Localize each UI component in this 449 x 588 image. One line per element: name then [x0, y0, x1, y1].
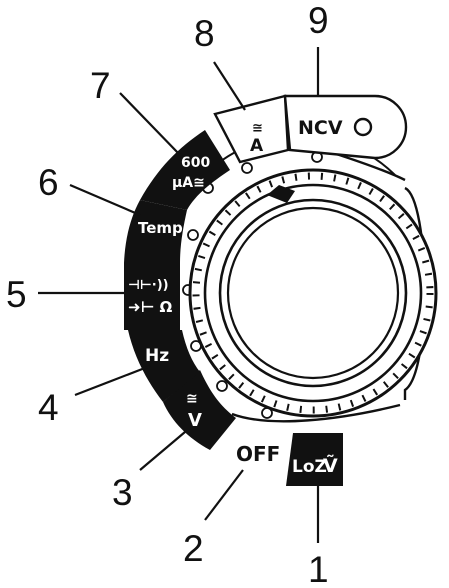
callout-number-8: 8: [194, 13, 215, 54]
callout-number-9: 9: [308, 0, 329, 41]
segment-hz-text: Hz: [145, 346, 169, 366]
segment-temp-text: Temp: [138, 219, 183, 237]
segment-loz-text: LoZ: [292, 457, 327, 477]
segment-multi-bottom: ➜⊢ Ω: [128, 298, 173, 316]
callout-number-1: 1: [308, 549, 329, 588]
leader-line-4: [75, 366, 150, 395]
segment-multi[interactable]: ⊣⊢·)) ➜⊢ Ω: [124, 263, 180, 330]
callout-number-3: 3: [112, 472, 133, 513]
knob[interactable]: [190, 170, 436, 416]
segment-loz-symbol: Ṽ: [323, 453, 338, 477]
segment-multi-top: ⊣⊢·)): [128, 278, 169, 293]
leader-line-7: [120, 93, 180, 155]
segment-amp-symbol: ≅: [252, 121, 263, 136]
segment-ncv[interactable]: NCV: [285, 96, 406, 158]
callout-number-6: 6: [38, 162, 59, 203]
ncv-indicator-icon: [355, 119, 371, 135]
leader-line-3: [140, 432, 185, 470]
segment-off-label[interactable]: OFF: [236, 442, 280, 466]
segment-amp-text: A: [250, 136, 264, 156]
segment-volt-symbol: ≅: [186, 391, 198, 407]
position-dot: [188, 230, 198, 240]
callout-number-5: 5: [6, 274, 27, 315]
leader-line-2: [205, 470, 243, 520]
position-dot: [217, 381, 227, 391]
segment-volt-text: V: [188, 410, 202, 431]
callout-number-2: 2: [183, 528, 204, 569]
callout-number-4: 4: [38, 387, 59, 428]
leader-line-6: [70, 185, 140, 215]
position-dot: [242, 163, 252, 173]
segment-amp[interactable]: ≅ A: [215, 96, 288, 162]
callout-number-7: 7: [90, 65, 111, 106]
segment-ncv-text: NCV: [298, 117, 343, 139]
segment-micro[interactable]: 600 µA≅: [140, 130, 230, 210]
knob-cap-inner: [228, 208, 398, 378]
leader-line-8: [214, 62, 245, 110]
segment-micro-bottom: µA≅: [172, 175, 205, 191]
segment-temp[interactable]: Temp: [124, 200, 187, 263]
segment-micro-top: 600: [181, 155, 210, 171]
segment-loz[interactable]: LoZ Ṽ: [286, 433, 343, 486]
